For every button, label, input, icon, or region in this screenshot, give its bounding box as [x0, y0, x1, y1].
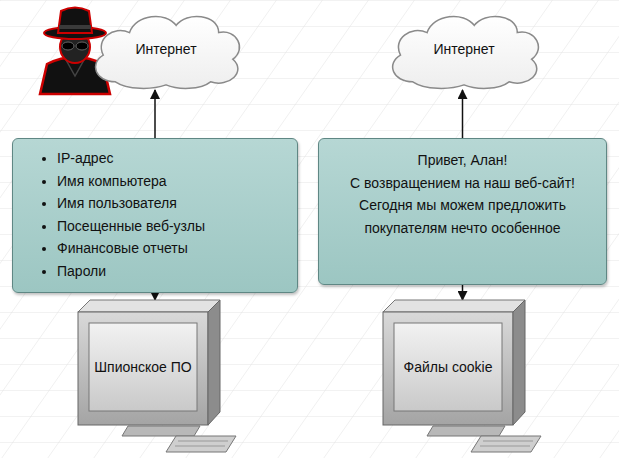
monitor-top: [78, 300, 220, 312]
list-item: Посещенные веб-узлы: [57, 215, 289, 238]
computer-monitor: Шпионское ПО: [78, 300, 220, 426]
keyboard-keys: [175, 441, 228, 446]
cloud-label-wrap: Интернет: [382, 8, 546, 90]
screen-label-wrap: Шпионское ПО: [89, 323, 197, 411]
keyboard: [471, 436, 541, 452]
screen-label-wrap: Файлы cookie: [394, 323, 502, 411]
list-item: Пароли: [57, 260, 289, 283]
monitor-front: [78, 312, 208, 425]
keyboard-keys: [480, 441, 533, 446]
spy-hat: [58, 8, 92, 34]
message-line: Сегодня мы можем предложить покупателям …: [333, 194, 592, 239]
monitor-front: [383, 312, 513, 425]
computer-base: [427, 426, 541, 452]
list-item: Имя пользователя: [57, 192, 289, 215]
computer-monitor: Файлы cookie: [383, 300, 525, 426]
spy-glasses: [62, 42, 74, 50]
list-item: Имя компьютера: [57, 170, 289, 193]
arrow-connector: [154, 293, 156, 300]
cloud-label-wrap: Интернет: [85, 8, 247, 90]
list-item: IP-адрес: [57, 147, 289, 170]
monitor-stand: [427, 426, 505, 436]
cloud-label: Интернет: [433, 40, 494, 58]
monitor-top: [383, 300, 525, 312]
internet-cloud: Интернет: [382, 8, 546, 90]
monitor-screen: [89, 323, 197, 411]
message-panel: Привет, Алан!С возвращением на наш веб-с…: [318, 138, 607, 285]
monitor-side: [208, 300, 220, 425]
computer-base: [122, 426, 236, 452]
internet-cloud: Интернет: [85, 8, 247, 90]
monitor-stand: [122, 426, 200, 436]
message-line: Привет, Алан!: [333, 149, 592, 172]
list-item: Финансовые отчеты: [57, 237, 289, 260]
bullet-list: IP-адресИмя компьютераИмя пользователяПо…: [13, 139, 297, 290]
monitor-side: [513, 300, 525, 425]
spy-glasses: [76, 42, 88, 50]
monitor-screen: [394, 323, 502, 411]
keyboard: [166, 436, 236, 452]
screen-label: Файлы cookie: [404, 358, 493, 376]
cloud-label: Интернет: [135, 40, 196, 58]
spy-figure: [40, 8, 110, 95]
arrow-connector: [462, 90, 464, 138]
arrow-connector: [154, 90, 156, 138]
info-panel: IP-адресИмя компьютераИмя пользователяПо…: [12, 138, 298, 293]
message-text-wrap: Привет, Алан!С возвращением на наш веб-с…: [319, 139, 606, 249]
screen-label: Шпионское ПО: [94, 358, 191, 376]
spy-hat-band: [59, 25, 91, 29]
message-line: С возвращением на наш веб-сайт!: [333, 172, 592, 195]
cloud-outline: [95, 16, 239, 88]
arrow-connector: [462, 285, 464, 300]
cloud-outline: [393, 16, 539, 88]
